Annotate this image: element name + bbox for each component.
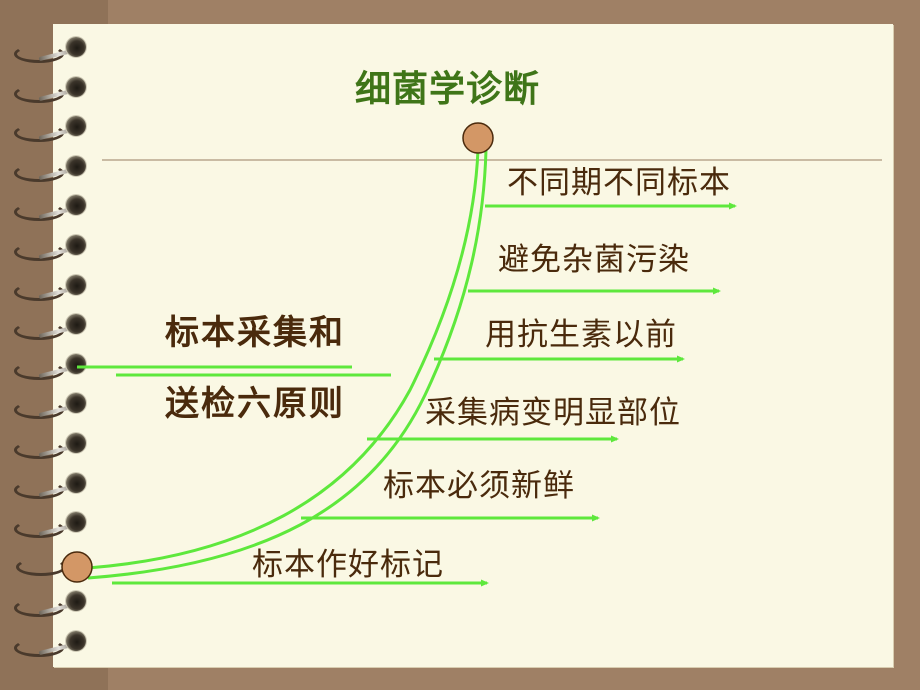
- binding-hole-icon: [66, 472, 86, 493]
- header-rule-line: [102, 159, 882, 161]
- binding-hole-icon: [66, 235, 86, 255]
- principle-item-5: 标本必须新鲜: [383, 468, 575, 504]
- principle-item-4: 采集病变明显部位: [425, 395, 681, 431]
- binding-hole-icon: [66, 155, 86, 176]
- curve-inner: [87, 149, 488, 580]
- slide-title: 细菌学诊断: [355, 69, 541, 110]
- principle-item-6: 标本作好标记: [252, 547, 444, 583]
- principle-item-2: 避免杂菌污染: [498, 242, 690, 278]
- heading-line-2: 送检六原则: [165, 384, 345, 424]
- binding-hole-icon: [66, 353, 86, 374]
- binding-hole-icon: [66, 314, 86, 335]
- top-node-circle: [462, 122, 494, 154]
- binding-hole-icon: [66, 631, 86, 651]
- binding-hole-icon: [66, 274, 86, 295]
- binding-hole-icon: [66, 512, 86, 533]
- binding-hole-icon: [66, 433, 86, 453]
- binding-hole-icon: [66, 591, 86, 612]
- binding-hole-icon: [66, 195, 86, 216]
- binding-hole-icon: [66, 76, 86, 97]
- principle-item-1: 不同期不同标本: [507, 165, 731, 201]
- curve-outer: [87, 149, 480, 570]
- binding-hole-icon: [66, 116, 86, 137]
- heading-line-1: 标本采集和: [165, 313, 345, 353]
- binding-hole-icon: [66, 37, 86, 57]
- binding-hole-icon: [66, 393, 86, 414]
- principle-item-3: 用抗生素以前: [485, 317, 677, 353]
- bottom-node-circle: [61, 551, 93, 583]
